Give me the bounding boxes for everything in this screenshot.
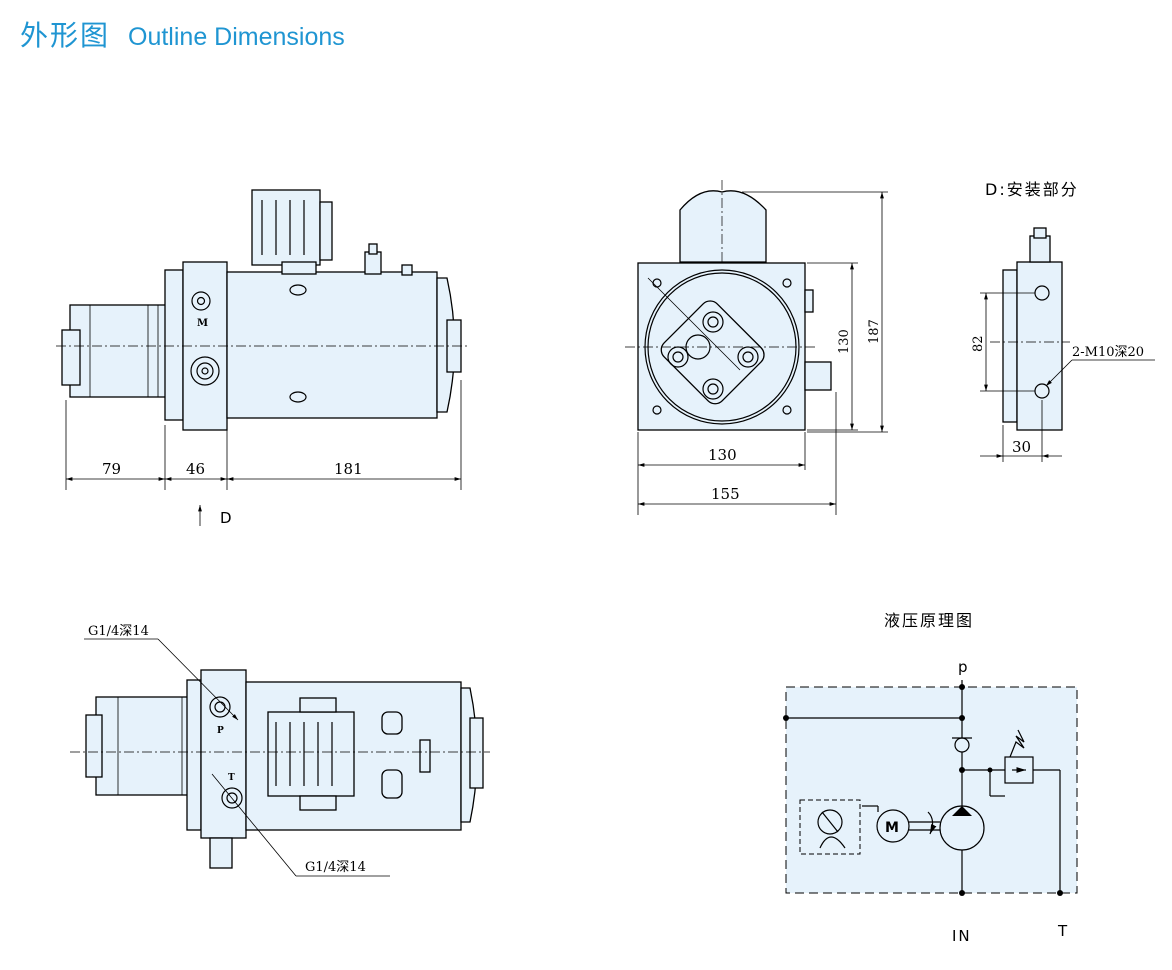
port-in: IN — [952, 927, 972, 945]
front-view: 130 155 130 187 — [625, 180, 888, 515]
pump-body — [69, 304, 171, 398]
dim-79: 79 — [102, 460, 121, 478]
port-t-bottom: T — [1057, 922, 1069, 940]
top-pump-body — [95, 696, 193, 796]
schematic-title: 液压原理图 — [884, 611, 974, 630]
page-title: 外形图 Outline Dimensions — [20, 14, 345, 58]
dim-187: 187 — [867, 319, 882, 344]
port-m-label: M — [197, 318, 208, 329]
terminal-box — [251, 189, 321, 266]
dim-130-v: 130 — [837, 329, 852, 354]
top-valve-block — [200, 669, 247, 839]
pump-endcap — [61, 329, 81, 386]
port-circle — [190, 356, 220, 386]
dim-30: 30 — [1012, 438, 1031, 456]
side-view: M 79 46 181 D — [56, 189, 470, 527]
top-flange — [186, 679, 202, 831]
port-p-label: P — [217, 726, 224, 736]
dim-82: 82 — [971, 335, 986, 352]
flange — [164, 269, 184, 421]
note-port-p: G1/4深14 — [88, 624, 149, 639]
port-p-top: p — [958, 658, 970, 676]
note-port-t: G1/4深14 — [305, 860, 366, 875]
motor-symbol — [876, 809, 910, 843]
top-view: P T G1/4深14 G1/4深14 — [70, 624, 490, 877]
top-fitting — [209, 837, 233, 869]
tank-boundary — [785, 686, 1078, 894]
port-p-circle — [209, 696, 231, 718]
mount-view: D:安装部分 82 30 2-M10深20 — [971, 180, 1155, 462]
thread-note: 2-M10深20 — [1072, 345, 1144, 360]
mount-block — [1016, 261, 1063, 431]
dim-181: 181 — [334, 460, 363, 478]
port-t-circle — [221, 787, 243, 809]
motor-label: M — [885, 820, 899, 836]
breather — [364, 251, 382, 275]
motor-body — [226, 271, 438, 419]
top-terminal-box — [267, 711, 355, 797]
front-fitting — [804, 361, 832, 391]
dim-46: 46 — [186, 460, 205, 478]
view-marker-d: D — [220, 509, 234, 527]
mount-view-title: D:安装部分 — [985, 180, 1079, 199]
title-cn: 外形图 — [20, 19, 111, 52]
front-terminal-box — [679, 190, 767, 263]
port-m-circle — [191, 291, 211, 311]
dim-130-h: 130 — [708, 446, 737, 464]
title-en: Outline Dimensions — [128, 23, 345, 51]
hydraulic-schematic: 液压原理图 p IN T M — [783, 611, 1078, 945]
dim-155: 155 — [711, 485, 740, 503]
port-t-label: T — [228, 773, 235, 783]
